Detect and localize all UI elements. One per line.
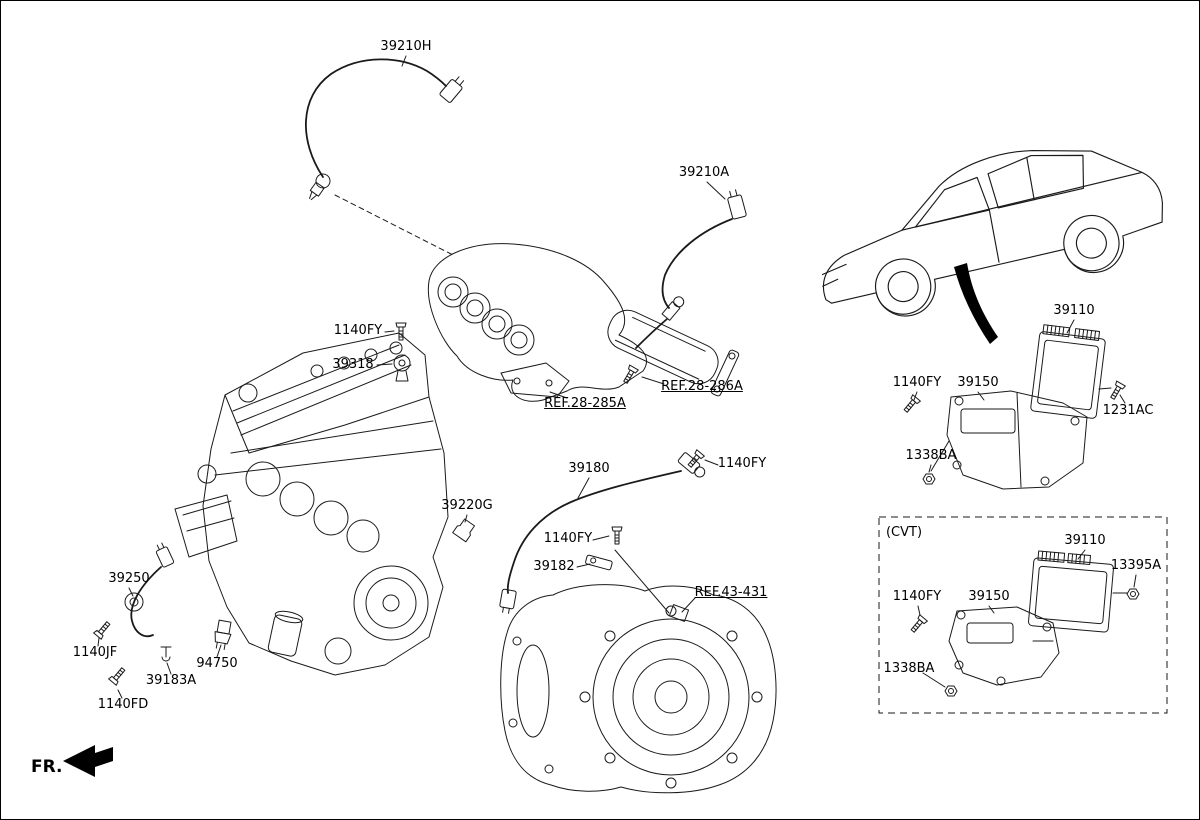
part-label-1140jf: 1140JF (72, 645, 118, 660)
connector-icon (439, 76, 465, 103)
harness-bracket-39182 (585, 554, 613, 571)
ecu-module (1030, 324, 1106, 419)
ref-link-ref.43-431[interactable]: REF.43-431 (694, 585, 768, 600)
oxygen-sensor-lower (635, 189, 747, 349)
sensor-boss (668, 604, 690, 622)
part-label-39183a: 39183A (145, 673, 197, 688)
cvt-ecu-module (1028, 550, 1114, 633)
part-label-1140fy: 1140FY (333, 323, 383, 338)
part-label-1140fy: 1140FY (543, 531, 593, 546)
part-label-1140fd: 1140FD (97, 697, 149, 712)
part-label-13395a: 13395A (1110, 558, 1162, 573)
fr-label: FR. (31, 757, 63, 777)
connector-icon (499, 588, 517, 614)
engine-assembly (174, 332, 449, 676)
part-label-39150: 39150 (968, 589, 1010, 604)
part-label-39182: 39182 (533, 559, 575, 574)
location-marker (954, 263, 998, 344)
ecu-bracket (930, 390, 1088, 490)
cvt-group-box (878, 516, 1168, 714)
o2-sensor-body (661, 296, 685, 321)
vehicle-outline (821, 149, 1163, 317)
knock-sensor-harness (124, 542, 175, 638)
part-label-39318: 39318 (332, 357, 374, 372)
ref-link-ref.28-286a[interactable]: REF.28-286A (661, 379, 743, 394)
harness-clip (160, 646, 172, 662)
part-label-1338ba: 1338BA (883, 661, 935, 676)
part-label-1231ac: 1231AC (1102, 403, 1154, 418)
fr-direction-arrow (63, 745, 113, 777)
part-label-1140fy: 1140FY (717, 456, 767, 471)
leader-lines (97, 55, 1137, 699)
part-label-1140fy: 1140FY (892, 589, 942, 604)
part-label-1338ba: 1338BA (905, 448, 957, 463)
knock-sensor-39220g (452, 518, 476, 543)
part-label-39210h: 39210H (380, 39, 432, 54)
part-label-39110: 39110 (1053, 303, 1095, 318)
part-label-1140fy: 1140FY (892, 375, 942, 390)
transmission-case (500, 584, 777, 794)
oxygen-sensor-upper (305, 58, 465, 256)
exhaust-manifold-assembly (427, 243, 740, 402)
ref-link-ref.28-285a[interactable]: REF.28-285A (544, 396, 626, 411)
catalytic-converter (607, 309, 719, 385)
part-label-39150: 39150 (957, 375, 999, 390)
part-label-39250: 39250 (108, 571, 150, 586)
oil-pressure-switch (214, 619, 232, 650)
part-label-(cvt): (CVT) (885, 525, 923, 540)
connector-icon (155, 542, 175, 568)
part-label-39210a: 39210A (678, 165, 730, 180)
part-label-94750: 94750 (196, 656, 238, 671)
part-label-39220g: 39220G (441, 498, 493, 513)
part-label-39110: 39110 (1064, 533, 1106, 548)
camshaft-sensor (393, 354, 411, 382)
part-label-39180: 39180 (568, 461, 610, 476)
connector-icon (727, 189, 747, 220)
o2-sensor-body (309, 173, 331, 201)
